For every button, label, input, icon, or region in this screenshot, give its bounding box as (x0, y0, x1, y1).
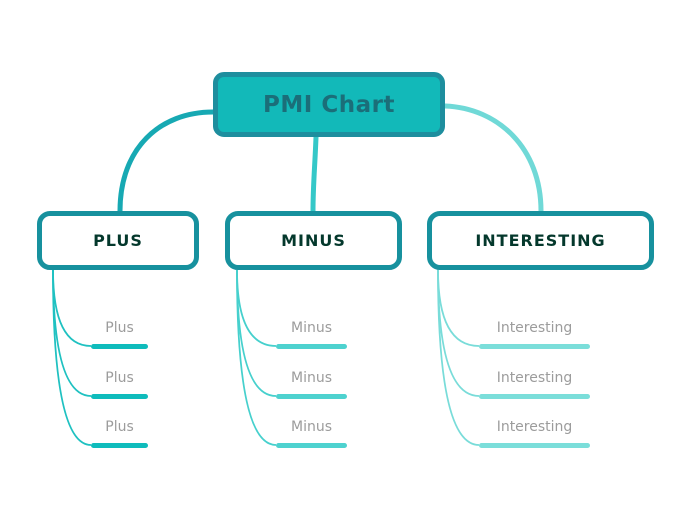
item-plus-3-label: Plus (105, 419, 134, 435)
item-interesting-3-underline (479, 443, 590, 448)
item-interesting-2[interactable]: Interesting (479, 367, 590, 399)
item-interesting-1-label: Interesting (496, 320, 573, 336)
branch-node-minus[interactable]: MINUS (225, 211, 402, 270)
item-minus-1-label: Minus (290, 320, 332, 336)
item-plus-2-label: Plus (105, 370, 134, 386)
item-plus-3-underline (91, 443, 148, 448)
item-minus-3[interactable]: Minus (276, 416, 347, 448)
item-interesting-1[interactable]: Interesting (479, 317, 590, 349)
item-minus-3-label: Minus (290, 419, 332, 435)
connector-root-minus (310, 134, 319, 214)
item-interesting-2-label: Interesting (496, 370, 573, 386)
connector-minus-item-1 (236, 269, 277, 347)
item-interesting-2-underline (479, 394, 590, 399)
item-minus-2[interactable]: Minus (276, 367, 347, 399)
item-minus-2-underline (276, 394, 347, 399)
item-minus-1[interactable]: Minus (276, 317, 347, 349)
connector-root-interesting (442, 103, 544, 214)
item-minus-1-underline (276, 344, 347, 349)
root-node[interactable]: PMI Chart (213, 72, 445, 137)
branch-label-minus: MINUS (281, 231, 346, 250)
branch-node-interesting[interactable]: INTERESTING (427, 211, 654, 270)
item-plus-2[interactable]: Plus (91, 367, 148, 399)
item-interesting-1-underline (479, 344, 590, 349)
item-plus-1[interactable]: Plus (91, 317, 148, 349)
item-interesting-3[interactable]: Interesting (479, 416, 590, 448)
connector-plus-item-1 (52, 269, 92, 347)
item-plus-2-underline (91, 394, 148, 399)
root-title: PMI Chart (263, 91, 395, 118)
item-interesting-3-label: Interesting (496, 419, 573, 435)
connector-root-plus (117, 109, 216, 214)
connector-interesting-item-3 (437, 269, 480, 446)
connector-plus-item-3 (52, 269, 92, 446)
item-minus-3-underline (276, 443, 347, 448)
item-plus-1-underline (91, 344, 148, 349)
item-plus-1-label: Plus (105, 320, 134, 336)
item-minus-2-label: Minus (290, 370, 332, 386)
branch-label-interesting: INTERESTING (475, 231, 606, 250)
connector-interesting-item-1 (437, 269, 480, 347)
branch-label-plus: PLUS (93, 231, 143, 250)
connector-minus-item-3 (236, 269, 277, 446)
branch-node-plus[interactable]: PLUS (37, 211, 199, 270)
item-plus-3[interactable]: Plus (91, 416, 148, 448)
